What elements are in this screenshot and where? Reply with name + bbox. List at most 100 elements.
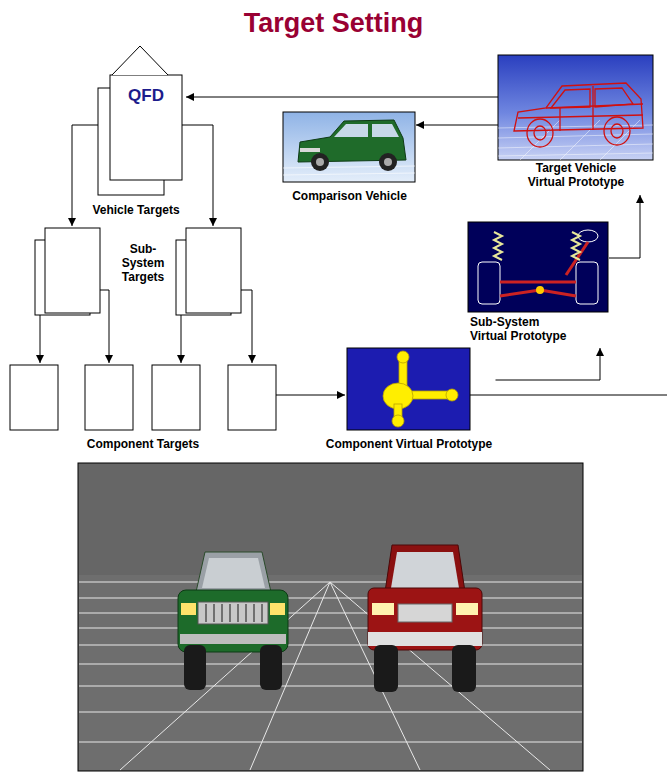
- house-outline: [86, 44, 186, 220]
- rendered-scene-part-part-part: [253, 604, 255, 622]
- flow-lines-part: [276, 395, 345, 396]
- target-vehicle-picture-part-part: [551, 89, 590, 108]
- target-vehicle-picture-part-part: [546, 104, 643, 108]
- rendered-scene-part-part-part: [245, 604, 247, 622]
- flow-lines-part: [182, 125, 213, 226]
- picture-node: Sub-System Virtual Prototype: [468, 222, 609, 348]
- sub-system-picture-part: [536, 286, 544, 294]
- house-roof: [112, 46, 168, 75]
- sub-system-picture-part: [478, 230, 598, 304]
- node-caption: Vehicle Targets: [86, 204, 186, 218]
- comparison-vehicle-picture-part: [334, 124, 368, 137]
- sub-system-picture-part: [468, 222, 608, 312]
- rendered-scene-part-part: [79, 645, 582, 646]
- target-vehicle-picture-part-part: [514, 83, 643, 131]
- component-picture-part: [383, 351, 458, 427]
- rendered-scene-part-part: [368, 632, 482, 646]
- target-vehicle-picture-part: [498, 55, 653, 160]
- rendered-scene-part-part: [79, 628, 582, 629]
- comparison-vehicle-picture-part: [300, 148, 320, 152]
- target-vehicle-picture-part-part: [520, 120, 560, 160]
- rendered-scene: [78, 463, 583, 771]
- target-boxes-part: [186, 228, 241, 313]
- flow-arrow: [186, 97, 498, 98]
- rendered-scene-part-part-part: [213, 604, 215, 622]
- target-vehicle-picture-part-part: [604, 117, 630, 145]
- node-caption: Sub-System Virtual Prototype: [470, 316, 574, 344]
- rendered-scene-part-part: [372, 603, 394, 615]
- rendered-scene-part-part-part: [237, 604, 239, 622]
- target-vehicle-picture-part-part: [534, 126, 546, 140]
- node-caption: Comparison Vehicle: [283, 190, 416, 204]
- sub-system-picture-part-part: [572, 232, 580, 260]
- target-vehicle-picture-part-part: [611, 124, 623, 138]
- rendered-scene-part: [178, 552, 288, 690]
- rendered-scene-part-part: [184, 645, 206, 690]
- node-caption: Component Virtual Prototype: [326, 438, 492, 452]
- rendered-scene-part-part: [374, 645, 398, 692]
- rendered-scene-part-part: [120, 582, 330, 770]
- component-picture-part-part: [397, 351, 409, 363]
- target-boxes-part: [10, 365, 58, 430]
- flow-arrow: [496, 348, 601, 380]
- rendered-scene-part-part: [79, 664, 582, 665]
- rendered-scene-part-part: [79, 742, 582, 743]
- target-vehicle-picture-part-part: [518, 115, 643, 118]
- rendered-scene-part-part: [196, 552, 271, 592]
- picture-node: Target Vehicle Virtual Prototype: [498, 55, 654, 195]
- comparison-vehicle-picture-part: [372, 124, 399, 137]
- sub-system-picture-part-part: [500, 281, 576, 284]
- target-vehicle-picture-part-part: [527, 119, 553, 147]
- flow-lines-part: [181, 315, 182, 363]
- picture-node: Component Virtual Prototype: [323, 348, 496, 456]
- rendered-scene-part: [78, 463, 583, 771]
- comparison-vehicle-picture-part: [316, 158, 324, 166]
- target-boxes: [10, 228, 276, 430]
- rendered-scene-part-part: [79, 712, 582, 713]
- target-vehicle-picture: [498, 55, 653, 160]
- comparison-vehicle-picture-part: [384, 158, 392, 166]
- flow-arrow: [416, 125, 498, 126]
- rendered-scene-part-part: [79, 613, 582, 614]
- qfd-house: QFD Vehicle Targets: [86, 44, 186, 220]
- rendered-scene-part: [79, 575, 582, 770]
- qfd-label: QFD: [110, 86, 182, 106]
- target-boxes-part: [45, 228, 100, 313]
- sub-system-picture-part-part: [576, 262, 598, 304]
- diagram-title: Target Setting: [0, 8, 667, 39]
- house-front: [110, 75, 182, 180]
- rendered-scene-part-part: [206, 604, 262, 622]
- sub-system-picture-part-part: [494, 232, 502, 260]
- rendered-scene-part-part: [391, 552, 459, 588]
- rendered-scene-part-part-part: [261, 604, 263, 622]
- rendered-scene-part-part: [368, 588, 482, 650]
- sub-system-picture-part-part: [540, 290, 576, 296]
- flow-arrow: [609, 195, 640, 258]
- sub-system-picture-part: [494, 232, 580, 260]
- component-picture-part-part: [446, 389, 458, 401]
- group-label: Component Targets: [73, 438, 213, 452]
- comparison-vehicle-picture-part: [283, 112, 415, 182]
- target-vehicle-picture-part-part: [498, 153, 653, 156]
- rendered-scene-part-part: [79, 686, 582, 687]
- flow-lines-part: [40, 315, 41, 363]
- comparison-vehicle-picture: [283, 112, 415, 182]
- target-vehicle-picture-part-part: [600, 120, 640, 160]
- rendered-scene-part-part: [202, 558, 265, 588]
- component-picture: [347, 348, 470, 430]
- component-picture-part-part: [392, 415, 404, 427]
- target-vehicle-picture-part-part: [559, 108, 560, 131]
- node-caption: Target Vehicle Virtual Prototype: [521, 162, 631, 190]
- rendered-scene-part-part-part: [221, 604, 223, 622]
- rendered-scene-part-part-part: [229, 604, 231, 622]
- target-boxes-part: [85, 365, 133, 430]
- rendered-scene-part: [79, 582, 582, 770]
- comparison-vehicle-picture-part: [311, 153, 329, 171]
- flow-lines-part: [100, 290, 109, 363]
- rendered-scene-part-part: [456, 603, 478, 615]
- rendered-scene-part: [368, 545, 482, 692]
- rendered-scene-part-part: [250, 582, 330, 770]
- target-boxes-part: [228, 365, 276, 430]
- rendered-scene-part-part: [452, 645, 476, 692]
- rendered-scene-part-part-part: [205, 604, 207, 622]
